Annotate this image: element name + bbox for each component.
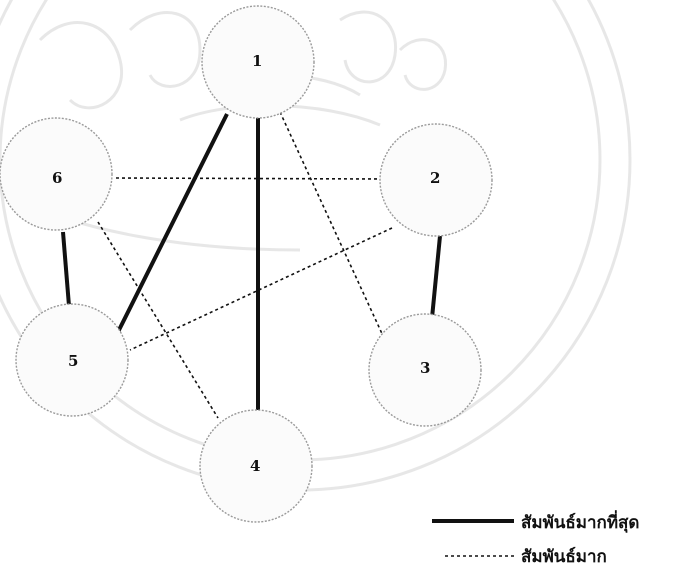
node-2-label: 2	[430, 169, 440, 187]
watermark-seal	[0, 0, 632, 492]
edge-2-3	[430, 235, 442, 319]
node-4-label: 4	[250, 457, 260, 475]
node-1-label: 1	[252, 52, 262, 70]
node-3: 3	[368, 313, 482, 427]
edge-1-3	[279, 111, 385, 339]
edge-6-2	[115, 177, 383, 180]
node-2: 2	[379, 123, 493, 237]
node-4-circle	[199, 409, 313, 523]
legend-strongest-label: สัมพันธ์มากที่สุด	[521, 510, 639, 533]
nodes-layer: 1 2 3 4 5 6	[0, 5, 493, 523]
edge-6-4	[97, 221, 219, 419]
edge-2-5	[129, 227, 393, 351]
node-6-label: 6	[52, 169, 62, 187]
edges-layer	[61, 111, 442, 419]
node-5: 5	[15, 303, 129, 417]
node-2-circle	[379, 123, 493, 237]
legend: สัมพันธ์มากที่สุด สัมพันธ์มาก	[432, 510, 639, 567]
node-4: 4	[199, 409, 313, 523]
node-5-label: 5	[68, 352, 78, 370]
node-3-label: 3	[420, 359, 430, 377]
legend-strong-label: สัมพันธ์มาก	[521, 546, 607, 567]
node-6-circle	[0, 117, 113, 231]
node-1-circle	[201, 5, 315, 119]
edge-6-5	[61, 231, 71, 307]
node-3-circle	[368, 313, 482, 427]
node-1: 1	[201, 5, 315, 119]
edge-1-5	[115, 113, 229, 335]
node-5-circle	[15, 303, 129, 417]
node-6: 6	[0, 117, 113, 231]
